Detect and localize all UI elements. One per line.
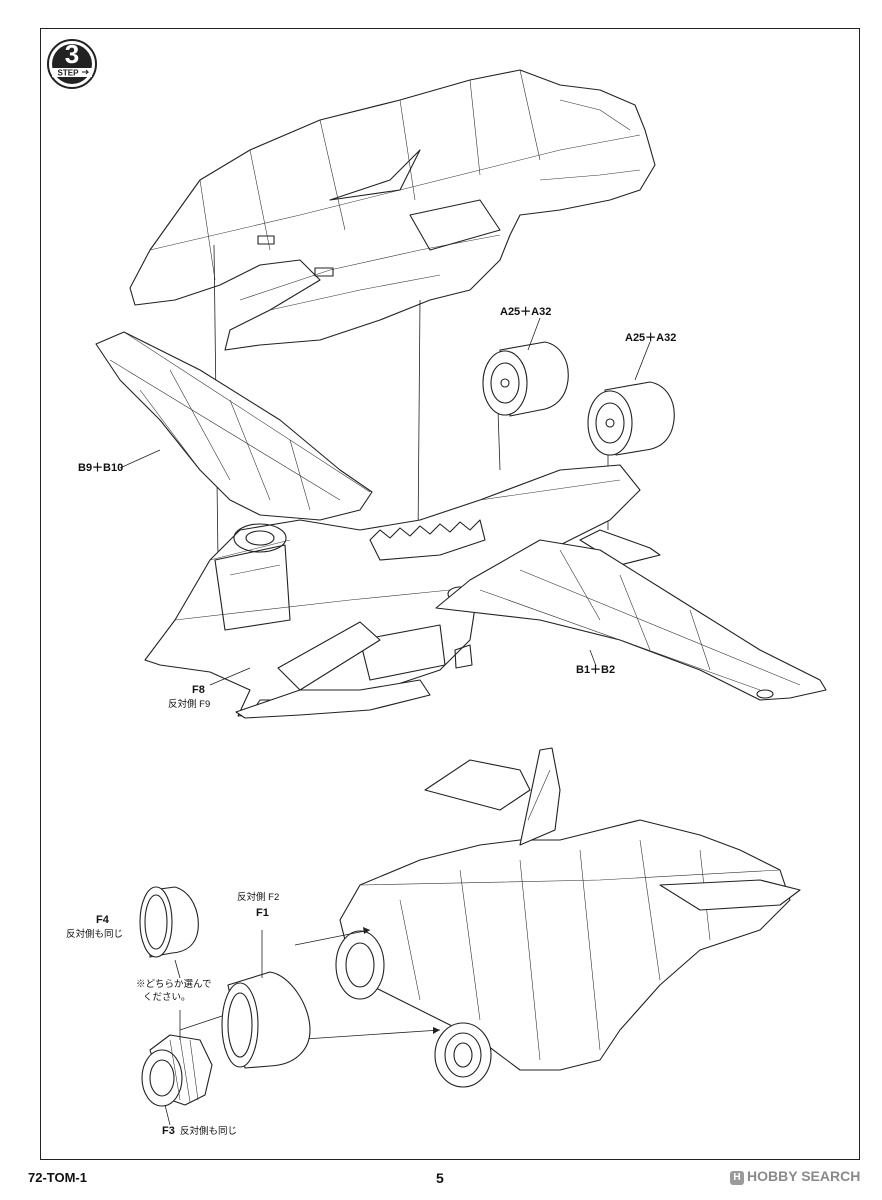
callout-choose-note-line2: ください。 [143, 992, 191, 1003]
callout-b1-b2: B1＋B2 [576, 664, 616, 676]
callout-f4: F4 [96, 914, 109, 926]
callout-f8-opposite: 反対側 F9 [168, 699, 211, 710]
instruction-sheet-border [40, 28, 860, 1160]
callout-a25-a32-left: A25＋A32 [500, 306, 552, 318]
upper-fuselage-part [129, 69, 656, 351]
callout-f4-note: 反対側も同じ [66, 929, 124, 940]
callout-f3-note: 反対側も同じ [180, 1126, 238, 1137]
right-wing-part [435, 539, 827, 701]
step-label: STEP [58, 69, 80, 78]
callout-f8: F8 [192, 684, 205, 696]
page-number: 5 [436, 1170, 444, 1186]
watermark-logo-icon: H [730, 1171, 744, 1185]
callout-choose-note-line1: ※どちらか選んで [136, 979, 212, 990]
nozzle-part-f3 [141, 1034, 213, 1107]
jet-icon [82, 69, 90, 75]
nozzle-ring-part-f4 [139, 886, 199, 958]
callout-f1: F1 [256, 907, 269, 919]
watermark-text: HOBBY SEARCH [747, 1168, 861, 1184]
callout-a25-a32-right: A25＋A32 [625, 332, 677, 344]
nozzle-part-left [482, 341, 569, 417]
callout-f2-opposite: 反対側 F2 [237, 892, 280, 903]
callout-f3: F3 [162, 1125, 175, 1137]
intake-part-f8 [235, 621, 431, 719]
left-wing-part [95, 331, 373, 521]
callout-b9-b10: B9＋B10 [78, 462, 124, 474]
shroud-part-f1 [221, 971, 311, 1069]
step-number: 3 [65, 39, 79, 69]
rear-fuselage-part [335, 747, 801, 1088]
nozzle-part-right [587, 381, 675, 456]
step-badge: 3 STEP [47, 39, 97, 89]
kit-code: 72-TOM-1 [28, 1170, 87, 1185]
